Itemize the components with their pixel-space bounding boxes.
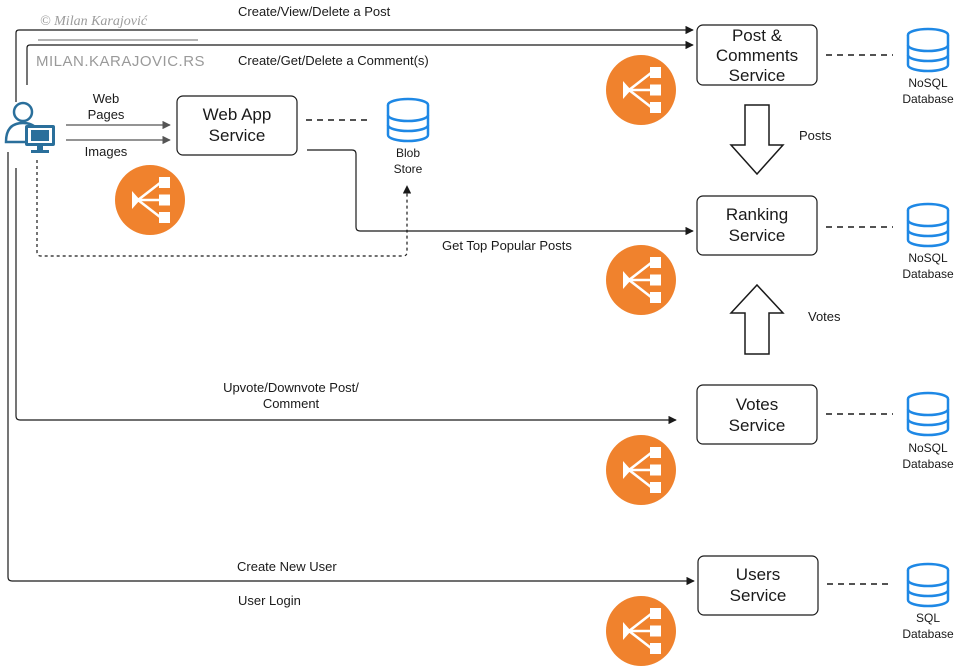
votes-flow-arrow bbox=[729, 283, 785, 355]
edge-label-upvote-2: Comment bbox=[263, 396, 320, 411]
svg-text:Comments: Comments bbox=[716, 46, 798, 65]
edge-label-create-comment: Create/Get/Delete a Comment(s) bbox=[238, 53, 429, 68]
svg-text:Post &: Post & bbox=[732, 26, 783, 45]
svg-text:Ranking: Ranking bbox=[726, 205, 788, 224]
post-db-label-1: NoSQL bbox=[908, 76, 948, 90]
svg-text:Service: Service bbox=[729, 416, 786, 435]
database-icon bbox=[906, 391, 950, 437]
edge-create-comment bbox=[26, 40, 694, 85]
edge-create-post bbox=[15, 25, 694, 102]
edge-label-votes: Votes bbox=[808, 309, 841, 324]
edge-label-images: Images bbox=[85, 144, 128, 159]
edge-label-create-post: Create/View/Delete a Post bbox=[238, 4, 391, 19]
edge-label-create-user: Create New User bbox=[237, 559, 337, 574]
database-icon bbox=[906, 202, 950, 248]
users-db-label-1: SQL bbox=[916, 611, 940, 625]
svg-text:Votes: Votes bbox=[736, 395, 779, 414]
svg-text:Service: Service bbox=[209, 126, 266, 145]
ranking-db-label-2: Database bbox=[902, 267, 954, 281]
edge-label-upvote-1: Upvote/Downvote Post/ bbox=[223, 380, 359, 395]
svg-text:Service: Service bbox=[729, 226, 786, 245]
copyright-watermark: © Milan Karajović bbox=[40, 14, 148, 29]
blob-store-label-1: Blob bbox=[396, 146, 420, 160]
post-db-label-2: Database bbox=[902, 92, 954, 106]
database-icon bbox=[906, 27, 950, 73]
load-balancer-icon bbox=[604, 594, 678, 668]
blob-store-label-2: Store bbox=[394, 162, 423, 176]
post-comments-service-node: Post & Comments Service bbox=[696, 24, 818, 86]
svg-text:Web App: Web App bbox=[203, 105, 272, 124]
edge-label-posts: Posts bbox=[799, 128, 832, 143]
database-icon bbox=[906, 562, 950, 608]
users-service-node: Users Service bbox=[697, 555, 819, 616]
edge-label-get-top: Get Top Popular Posts bbox=[442, 238, 572, 253]
edge-images-blob bbox=[36, 160, 412, 257]
svg-text:Service: Service bbox=[729, 66, 786, 85]
user-computer-icon bbox=[4, 101, 55, 153]
svg-text:Service: Service bbox=[730, 586, 787, 605]
users-db-label-2: Database bbox=[902, 627, 954, 641]
web-app-service-node: Web App Service bbox=[176, 95, 298, 156]
votes-db-label-1: NoSQL bbox=[908, 441, 948, 455]
posts-flow-arrow bbox=[729, 104, 785, 176]
edge-get-top-posts bbox=[307, 149, 694, 236]
edge-label-user-login: User Login bbox=[238, 593, 301, 608]
load-balancer-icon bbox=[113, 163, 187, 237]
database-icon bbox=[386, 97, 430, 143]
edge-upvote bbox=[15, 168, 677, 425]
edge-label-web-pages-2: Pages bbox=[88, 107, 125, 122]
ranking-db-label-1: NoSQL bbox=[908, 251, 948, 265]
votes-service-node: Votes Service bbox=[696, 384, 818, 445]
load-balancer-icon bbox=[604, 53, 678, 127]
ranking-service-node: Ranking Service bbox=[696, 195, 818, 256]
site-watermark: MILAN.KARAJOVIC.RS bbox=[36, 53, 205, 70]
load-balancer-icon bbox=[604, 243, 678, 317]
edge-label-web-pages-1: Web bbox=[93, 91, 120, 106]
load-balancer-icon bbox=[604, 433, 678, 507]
edge-create-user bbox=[7, 152, 695, 586]
votes-db-label-2: Database bbox=[902, 457, 954, 471]
svg-text:Users: Users bbox=[736, 565, 780, 584]
